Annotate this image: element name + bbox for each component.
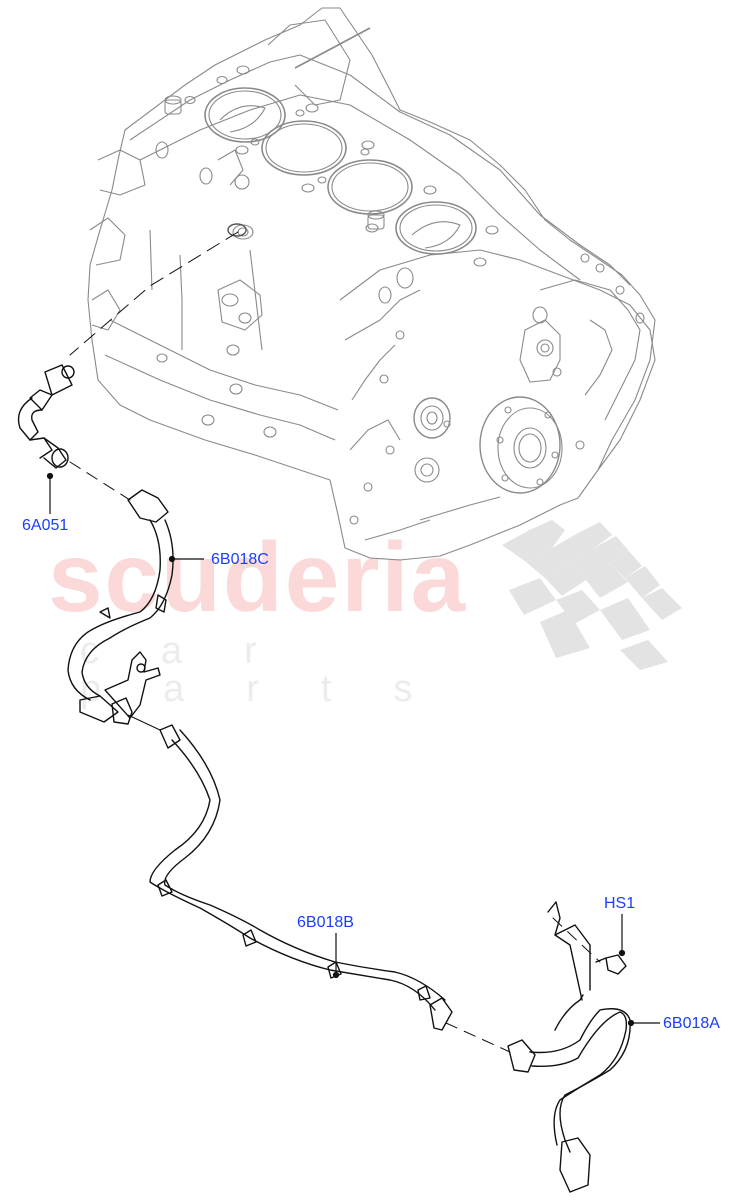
callout-6b018a[interactable]: 6B018A [663, 1015, 720, 1032]
callout-6a051[interactable]: 6A051 [22, 517, 69, 534]
callout-hs1[interactable]: HS1 [604, 895, 636, 912]
watermark-brand-text: scuderia [48, 522, 468, 632]
callout-6b018b[interactable]: 6B018B [297, 914, 354, 931]
callout-6b018c[interactable]: 6B018C [211, 551, 269, 568]
